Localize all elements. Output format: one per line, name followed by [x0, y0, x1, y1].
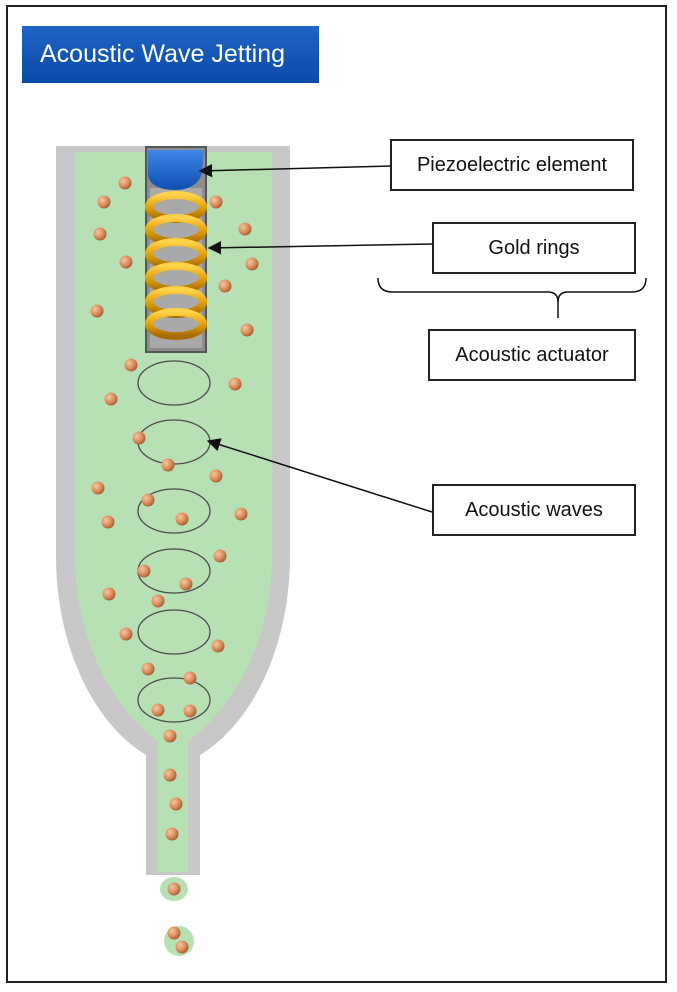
- particle: [240, 323, 254, 337]
- piezo-element: [148, 150, 204, 190]
- particle: [183, 671, 197, 685]
- label-acoustic-actuator: Acoustic actuator: [428, 329, 636, 381]
- gold-rings-pointer: [207, 241, 434, 255]
- fluid-body: [75, 152, 272, 872]
- particle: [169, 797, 183, 811]
- particle: [165, 827, 179, 841]
- particle: [124, 358, 138, 372]
- gold-ring: [145, 308, 207, 340]
- particle: [234, 507, 248, 521]
- particle: [104, 392, 118, 406]
- particle: [183, 704, 197, 718]
- particle: [209, 469, 223, 483]
- label-piezoelectric-element: Piezoelectric element: [390, 139, 634, 191]
- particle: [163, 768, 177, 782]
- particle: [132, 431, 146, 445]
- acoustic-wave: [137, 609, 211, 655]
- acoustic-wave: [137, 677, 211, 723]
- particle: [163, 729, 177, 743]
- label-gold-rings: Gold rings: [432, 222, 636, 274]
- particle: [97, 195, 111, 209]
- acoustic-wave: [137, 360, 211, 406]
- label-acoustic-waves: Acoustic waves: [432, 484, 636, 536]
- particle: [90, 304, 104, 318]
- particle: [179, 577, 193, 591]
- particle: [209, 195, 223, 209]
- actuator-brace: [377, 277, 647, 303]
- title-banner: Acoustic Wave Jetting: [22, 26, 319, 83]
- particle: [151, 594, 165, 608]
- piezo-pointer: [198, 163, 391, 178]
- particle: [102, 587, 116, 601]
- particle: [91, 481, 105, 495]
- particle: [175, 512, 189, 526]
- particles: [90, 176, 259, 954]
- particle: [119, 255, 133, 269]
- particle: [141, 662, 155, 676]
- particle: [101, 515, 115, 529]
- waves-pointer: [206, 438, 433, 513]
- particle: [167, 882, 181, 896]
- gold-rings: [145, 191, 207, 340]
- particle: [228, 377, 242, 391]
- particle: [137, 564, 151, 578]
- particle: [211, 639, 225, 653]
- particle: [151, 703, 165, 717]
- particle: [161, 458, 175, 472]
- particle: [119, 627, 133, 641]
- particle: [118, 176, 132, 190]
- particle: [213, 549, 227, 563]
- particle: [141, 493, 155, 507]
- particle: [175, 940, 189, 954]
- particle: [238, 222, 252, 236]
- particle: [218, 279, 232, 293]
- particle: [167, 926, 181, 940]
- particle: [93, 227, 107, 241]
- particle: [245, 257, 259, 271]
- acoustic-wave: [137, 488, 211, 534]
